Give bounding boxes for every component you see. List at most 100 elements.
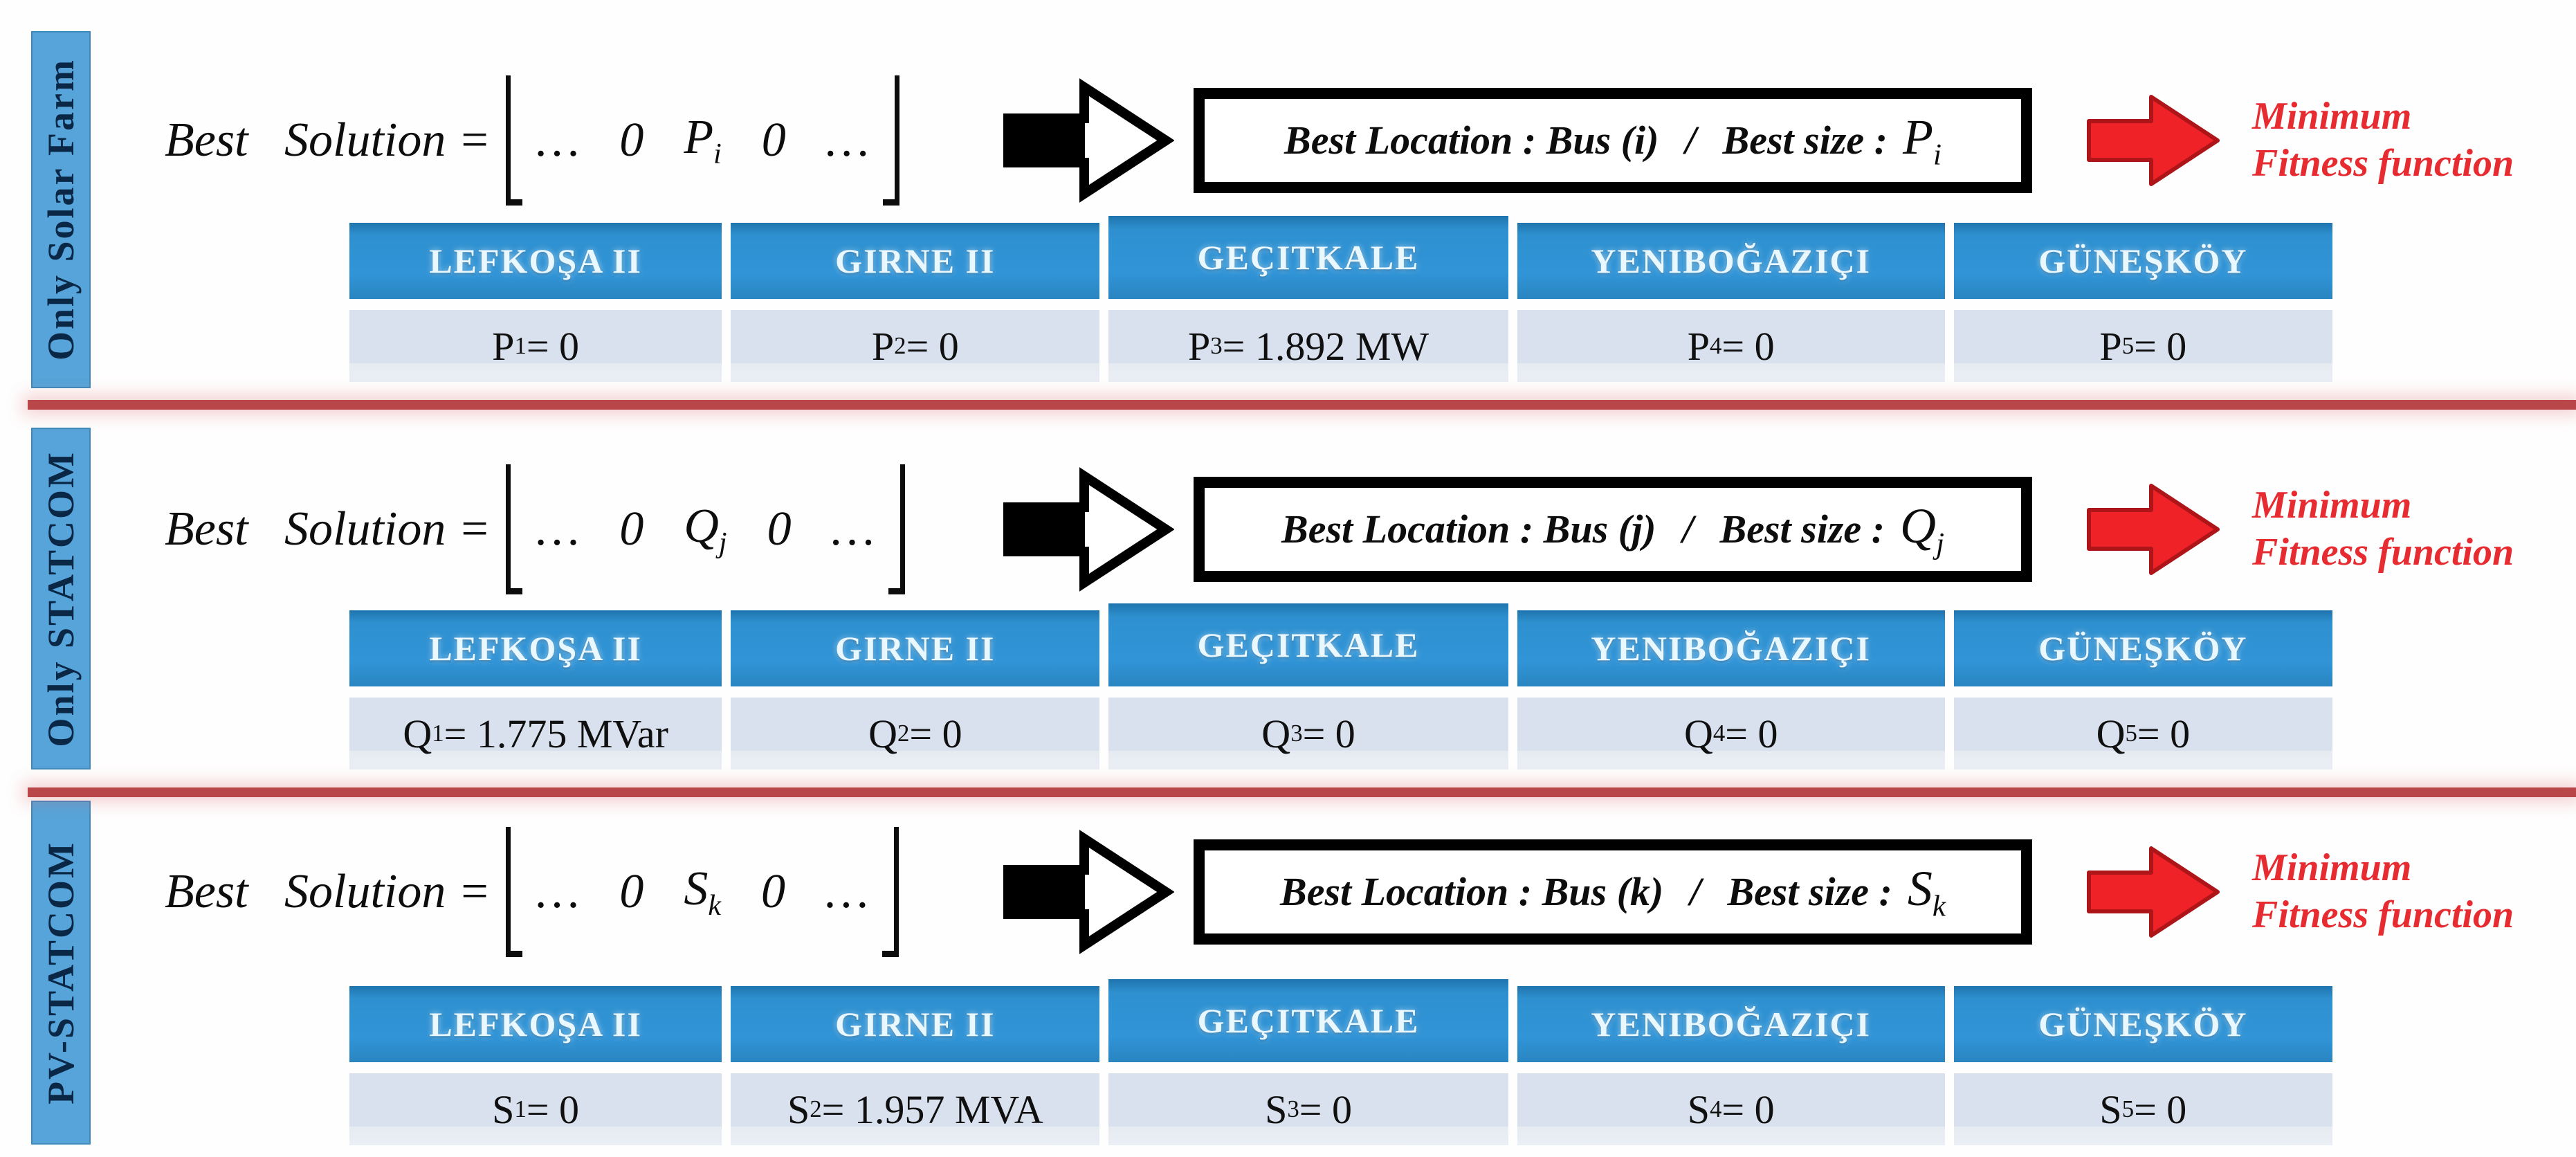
value-subscript: 2 xyxy=(897,720,910,747)
ellipsis: … xyxy=(831,502,875,556)
value-text: = 0 xyxy=(2134,1086,2187,1132)
best-size-text: Best size : xyxy=(1727,869,1892,914)
bus-table: LEFKOŞA II GIRNE II GEÇITKALE YENIBOĞAZI… xyxy=(349,216,2332,382)
section-divider-line xyxy=(28,400,2576,410)
equation-lhs: Best Solution = xyxy=(165,113,491,167)
zero-entry: 0 xyxy=(619,113,644,167)
header-cell: GÜNEŞKÖY xyxy=(1953,610,2332,686)
symbol-entry: Sk xyxy=(684,862,721,922)
fitness-label: Minimum Fitness function xyxy=(2252,93,2514,186)
fitness-line-2: Fitness function xyxy=(2252,530,2514,574)
equation-row: Best Solution = … 0 Sk 0 … Best Location… xyxy=(165,817,2570,966)
panel-pv-statcom: PV-STATCOM Best Solution = … 0 Sk 0 … Be… xyxy=(0,791,2576,1157)
value-subscript: 4 xyxy=(1710,1095,1722,1122)
value-symbol: Q xyxy=(1261,711,1291,756)
value-text: = 0 xyxy=(2137,711,2191,756)
best-size-symbol: Pi xyxy=(1903,109,1942,172)
header-cell: LEFKOŞA II xyxy=(349,986,722,1062)
zero-entry: 0 xyxy=(767,502,792,556)
value-text: = 0 xyxy=(526,323,580,369)
zero-entry: 0 xyxy=(761,864,786,918)
symbol: S xyxy=(1907,860,1933,916)
fitness-line-2: Fitness function xyxy=(2252,141,2514,185)
equation-lhs: Best Solution = xyxy=(165,502,491,556)
header-cell: YENIBOĞAZIÇI xyxy=(1517,223,1945,299)
best-solution-equation: Best Solution = … 0 Pi 0 … xyxy=(165,75,992,206)
equation-vector: … 0 Pi 0 … xyxy=(527,110,879,171)
value-text: = 0 xyxy=(909,711,962,756)
fitness-line-1: Minimum xyxy=(2252,95,2412,138)
side-label-strip: Only STATCOM xyxy=(31,428,91,769)
equation-row: Best Solution = … 0 Pi 0 … Best Location… xyxy=(165,66,2570,215)
ellipsis: … xyxy=(536,502,580,556)
value-subscript: 5 xyxy=(2121,332,2135,359)
header-cell: GEÇITKALE xyxy=(1108,603,1508,686)
ellipsis: … xyxy=(536,113,580,167)
symbol: S xyxy=(684,862,709,915)
symbol: P xyxy=(1902,109,1933,165)
value-subscript: 2 xyxy=(810,1095,822,1122)
ellipsis: … xyxy=(825,113,870,167)
best-location-text: Best Location : Bus (i) xyxy=(1284,118,1659,163)
side-label-strip: Only Solar Farm xyxy=(31,31,91,388)
panel-only-statcom: Only STATCOM Best Solution = … 0 Qj 0 … … xyxy=(0,405,2576,791)
header-cell: GÜNEŞKÖY xyxy=(1953,986,2332,1062)
left-floor-bracket xyxy=(506,75,523,206)
value-symbol: P xyxy=(871,323,895,369)
value-symbol: P xyxy=(1187,323,1211,369)
best-location-box: Best Location : Bus (j) / Best size : Qj xyxy=(1194,476,2032,582)
header-cell: GEÇITKALE xyxy=(1108,979,1508,1062)
fitness-line-1: Minimum xyxy=(2252,846,2412,890)
value-subscript: 3 xyxy=(1287,1095,1299,1122)
value-symbol: P xyxy=(1687,323,1710,369)
block-arrow-icon xyxy=(1003,78,1174,203)
side-label-text: Only STATCOM xyxy=(40,450,82,747)
side-label-strip: PV-STATCOM xyxy=(31,801,91,1145)
best-location-box: Best Location : Bus (i) / Best size : Pi xyxy=(1194,87,2032,193)
symbol-subscript: j xyxy=(718,527,727,559)
value-text: = 1.957 MVA xyxy=(821,1086,1043,1132)
value-symbol: S xyxy=(1265,1086,1288,1132)
value-symbol: P xyxy=(492,323,515,369)
side-label-text: PV-STATCOM xyxy=(40,841,82,1104)
equation-vector: … 0 Sk 0 … xyxy=(527,862,878,922)
symbol-entry: Pi xyxy=(684,110,721,171)
value-symbol: S xyxy=(492,1086,515,1132)
value-symbol: S xyxy=(1687,1086,1710,1132)
value-text: = 0 xyxy=(2134,323,2187,369)
value-subscript: 5 xyxy=(2125,720,2137,747)
value-subscript: 3 xyxy=(1290,720,1303,747)
value-subscript: 1 xyxy=(514,1095,527,1122)
zero-entry: 0 xyxy=(619,502,644,556)
header-cell: YENIBOĞAZIÇI xyxy=(1517,986,1945,1062)
value-text: = 0 xyxy=(1302,711,1355,756)
ellipsis: … xyxy=(536,864,580,918)
value-subscript: 5 xyxy=(2121,1095,2135,1122)
best-location-box: Best Location : Bus (k) / Best size : Sk xyxy=(1194,839,2032,945)
header-cell: GIRNE II xyxy=(731,223,1100,299)
best-size-symbol: Qj xyxy=(1900,498,1944,561)
best-solution-equation: Best Solution = … 0 Qj 0 … xyxy=(165,464,992,594)
header-cell: GIRNE II xyxy=(731,610,1100,686)
separator-slash: / xyxy=(1685,118,1697,163)
bus-table-header-row: LEFKOŞA II GIRNE II GEÇITKALE YENIBOĞAZI… xyxy=(349,979,2332,1062)
block-arrow-icon xyxy=(1003,829,1174,954)
best-size-symbol: Sk xyxy=(1908,860,1946,923)
right-floor-bracket xyxy=(888,464,905,594)
value-text: = 0 xyxy=(1721,323,1775,369)
section-divider-line xyxy=(28,787,2576,797)
red-arrow-icon xyxy=(2087,483,2220,575)
